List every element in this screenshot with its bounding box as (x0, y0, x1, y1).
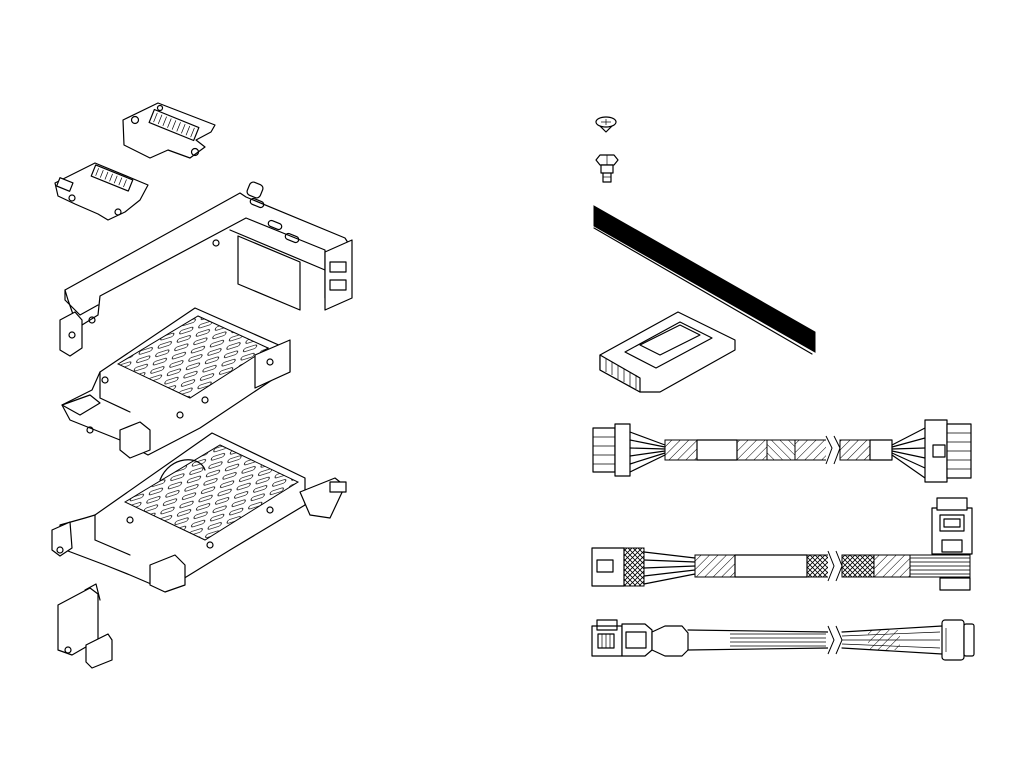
drive-filler (599, 311, 736, 393)
screw-flat (595, 116, 617, 133)
riser-bracket (59, 181, 353, 357)
small-riser-card-left (54, 162, 149, 221)
screw-standoff (595, 154, 619, 183)
signal-cable-right-angle (591, 497, 973, 591)
small-riser-card-top (122, 102, 216, 159)
drive-cage-lower (51, 432, 347, 593)
thermal-pad-strip (593, 205, 816, 355)
signal-cable-straight (591, 619, 975, 661)
power-cable (592, 419, 972, 483)
drive-cage-upper (61, 307, 291, 459)
mounting-clip (57, 583, 113, 669)
